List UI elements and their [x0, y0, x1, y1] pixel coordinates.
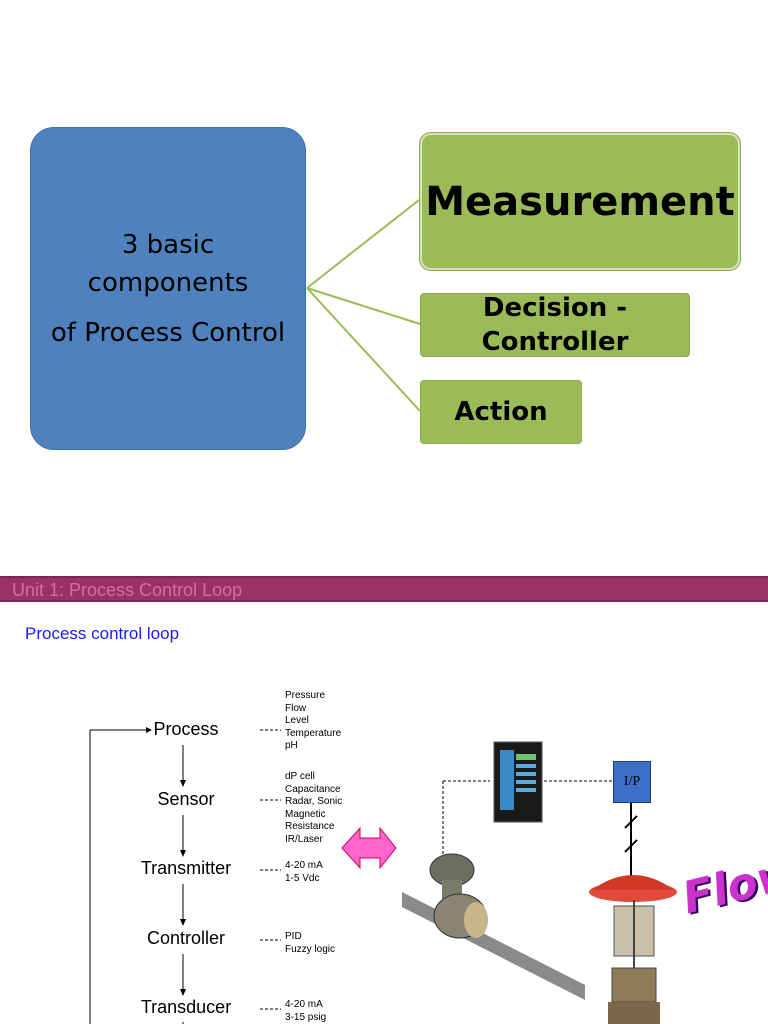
note-item: Pressure [285, 690, 326, 701]
note-item: Level [285, 715, 309, 726]
note-item: PID [285, 931, 302, 942]
slide-process-control-loop: Unit 1: Process Control Loop Process con… [0, 560, 768, 1024]
double-arrow-icon [341, 826, 397, 870]
notes-controller: PID Fuzzy logic [285, 931, 335, 956]
notes-transducer: 4-20 mA 3-15 psig [285, 999, 326, 1024]
loop-lines [89, 727, 281, 1024]
note-item: IR/Laser [285, 833, 323, 845]
step-sensor: Sensor [157, 789, 215, 809]
decision-label-line-2: Controller [481, 327, 629, 357]
title-bar-text: Unit 1: Process Control Loop [12, 580, 243, 600]
note-item: dP cell [285, 771, 315, 782]
equipment-illustration [341, 741, 677, 1024]
note-item: Temperature [285, 727, 342, 739]
note-item: 4-20 mA [285, 999, 323, 1010]
connector-lines [306, 199, 421, 412]
step-process: Process [153, 719, 219, 739]
slide-process-control-components: 3 basic components of Process Control Me… [30, 127, 741, 450]
note-item: Radar, Sonic [285, 796, 343, 807]
main-topic-box: 3 basic components of Process Control [30, 127, 306, 450]
pipe-icon [402, 892, 585, 1000]
note-item: pH [285, 740, 298, 751]
step-transducer: Transducer [140, 997, 232, 1017]
connector-measurement [306, 199, 420, 289]
flowmeter-icon [429, 853, 488, 939]
main-topic-line-1: 3 basic [121, 229, 215, 260]
note-item: Resistance [285, 821, 335, 832]
measurement-label: Measurement [425, 178, 735, 225]
control-valve-icon [589, 875, 677, 1024]
controller-display-icon [493, 741, 543, 823]
step-controller: Controller [146, 928, 226, 948]
main-topic-line-2: components [87, 267, 249, 298]
notes-sensor: dP cell Capacitance Radar, Sonic Magneti… [285, 771, 342, 846]
note-item: Capacitance [285, 783, 341, 795]
connector-decision [306, 287, 421, 325]
note-item: Fuzzy logic [285, 943, 336, 955]
note-item: 1-5 Vdc [285, 872, 320, 884]
ip-converter-box: I/P [613, 761, 651, 803]
decision-label-line-1: Decision - [482, 293, 628, 323]
connector-action [306, 287, 421, 412]
ip-label: I/P [623, 774, 641, 789]
action-box: Action [420, 380, 582, 444]
step-transmitter: Transmitter [140, 858, 232, 878]
action-label: Action [454, 397, 548, 427]
note-item: Magnetic [285, 808, 326, 820]
decision-box: Decision - Controller [420, 293, 690, 357]
measurement-box: Measurement [419, 132, 741, 271]
main-topic-line-3: of Process Control [50, 317, 286, 348]
note-item: 4-20 mA [285, 860, 323, 871]
title-bar: Unit 1: Process Control Loop [0, 576, 768, 602]
note-item: Flow [285, 702, 307, 714]
notes-process: Pressure Flow Level Temperature pH [285, 690, 341, 753]
notes-transmitter: 4-20 mA 1-5 Vdc [285, 860, 323, 885]
subtitle: Process control loop [25, 624, 180, 643]
note-item: 3-15 psig [285, 1011, 327, 1023]
